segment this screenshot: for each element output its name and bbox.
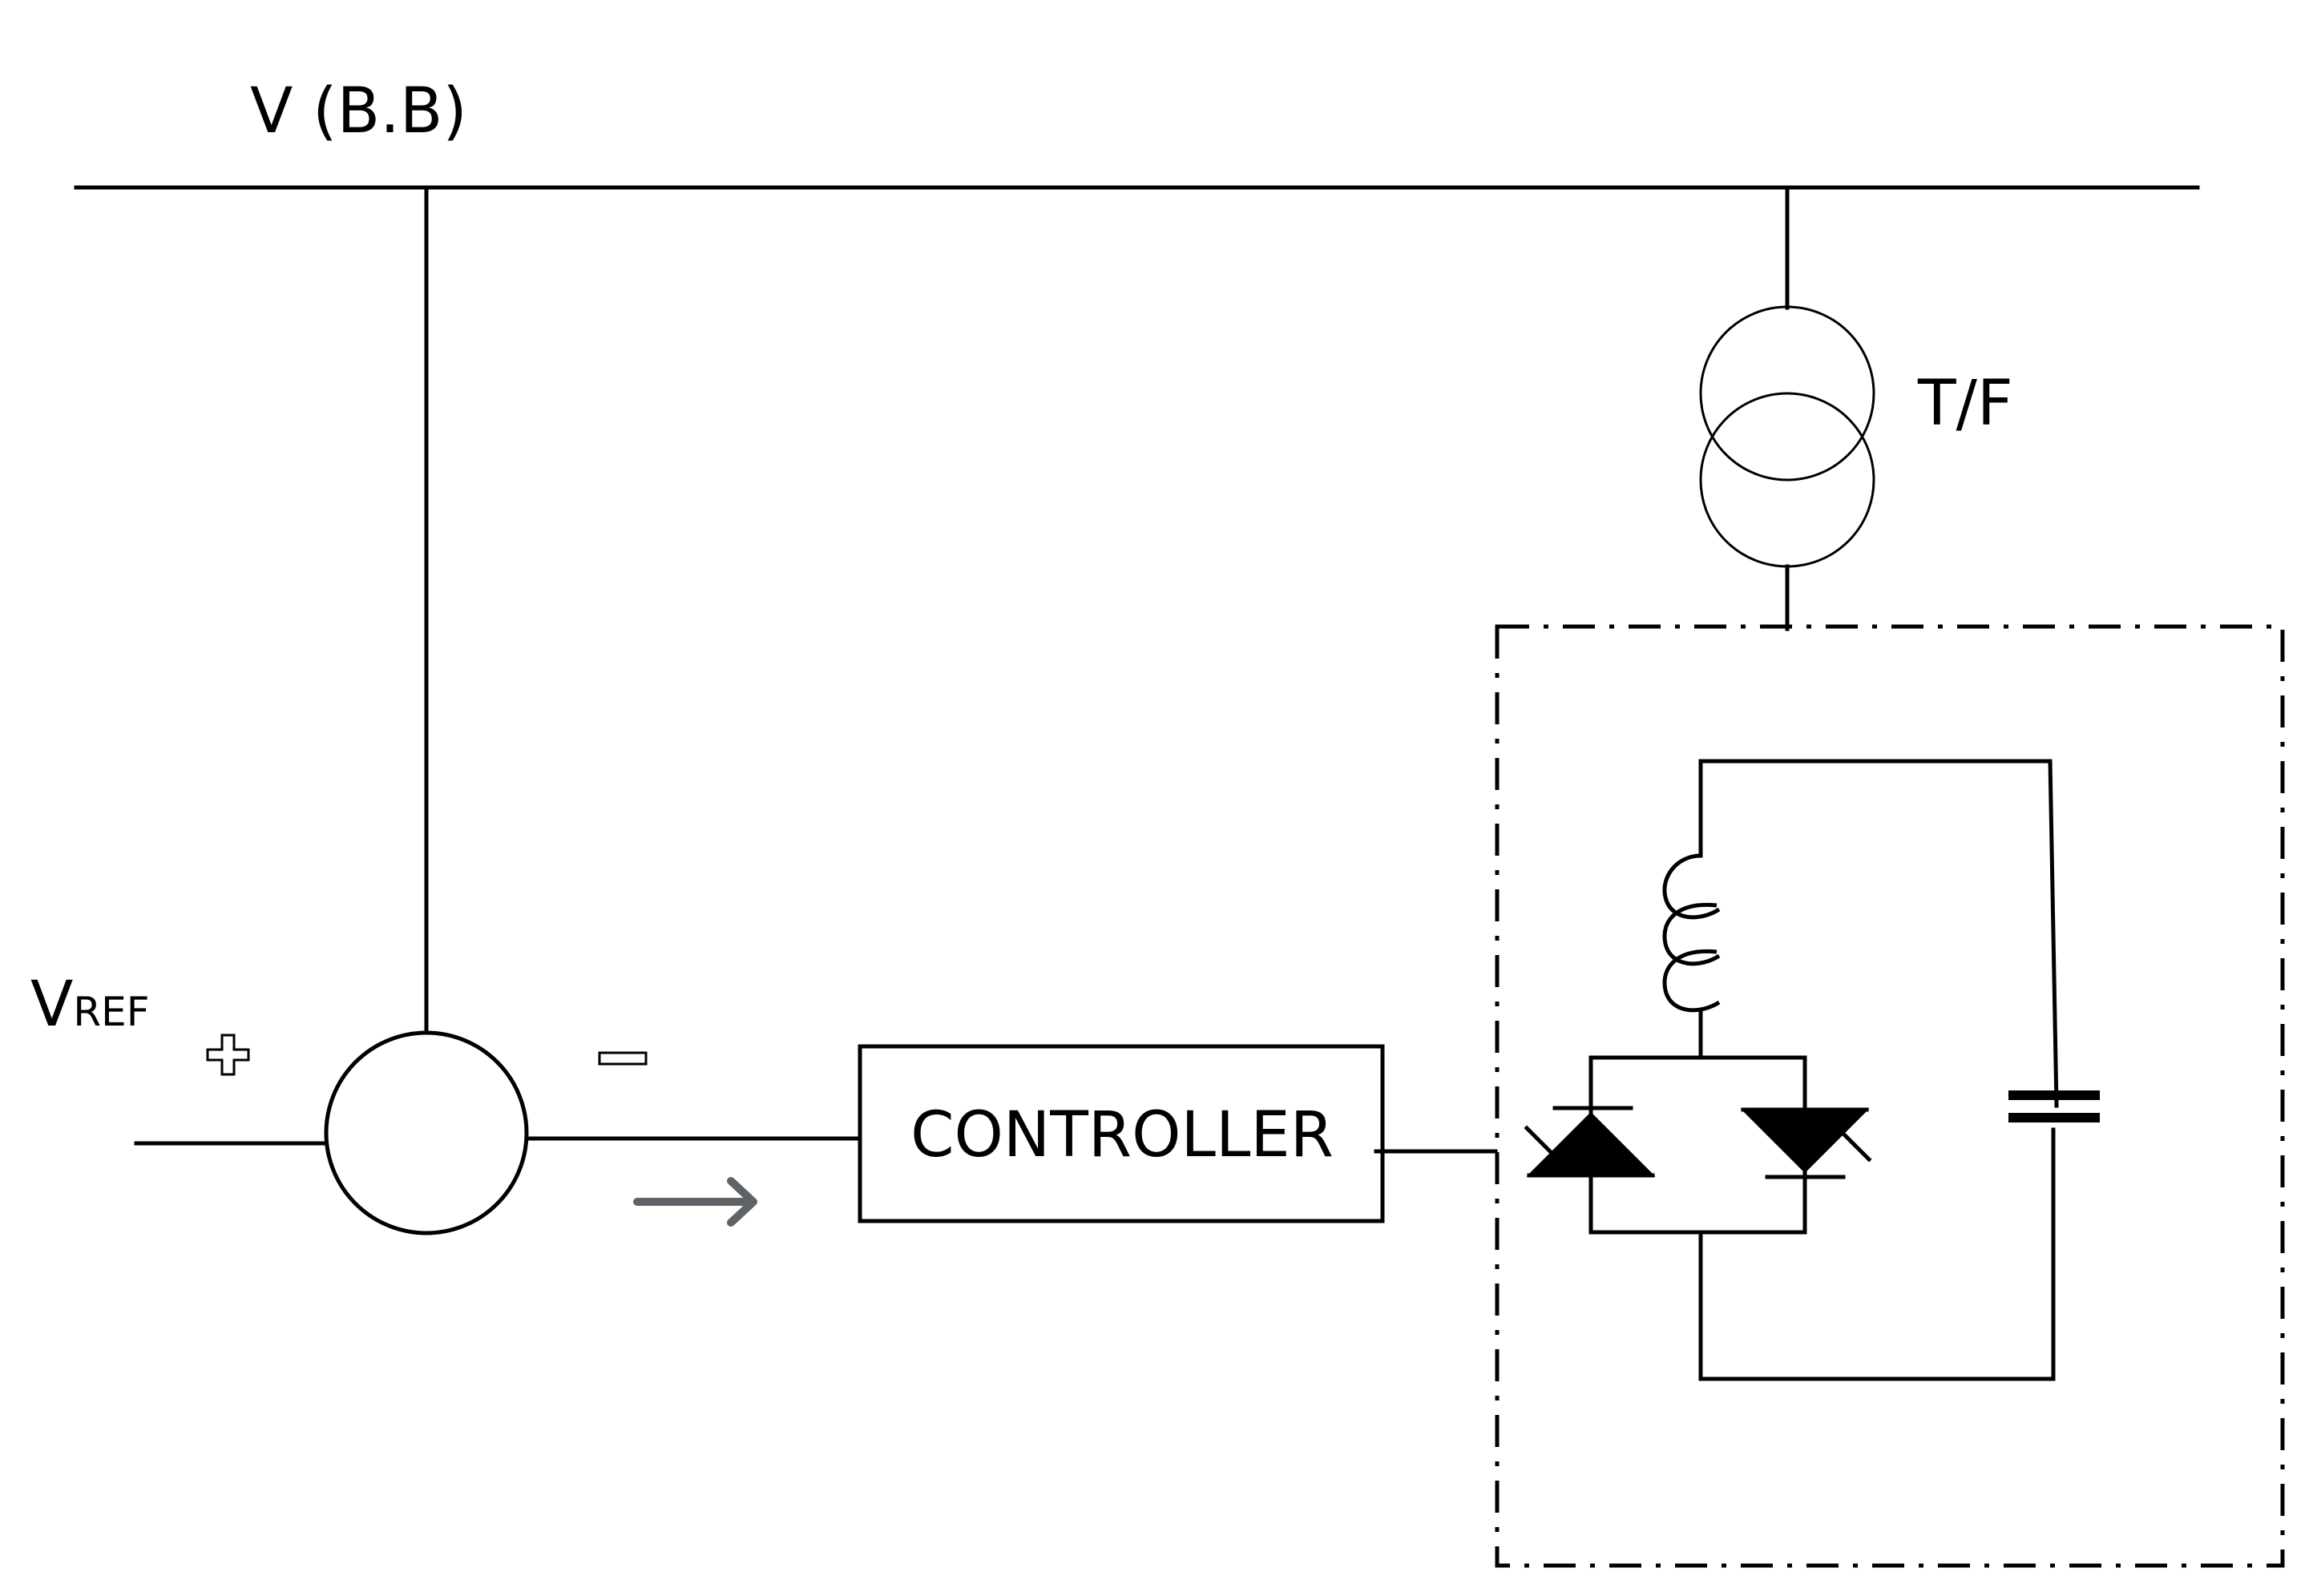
top-branch-wire xyxy=(1698,759,2059,1108)
thyristor-top-wire xyxy=(1588,1055,1807,1112)
flow-arrow-icon xyxy=(633,1177,757,1227)
transformer-icon xyxy=(1699,185,1875,631)
bottom-branch-wire xyxy=(1698,1127,2056,1381)
bus-label: V (B.B) xyxy=(250,75,467,147)
thyristor-bottom-wire xyxy=(1588,1169,1807,1235)
thyristor-icon xyxy=(1740,1107,1872,1179)
vref-label: VREF xyxy=(30,969,149,1041)
svc-enclosure xyxy=(1495,624,2285,1568)
summing-junction xyxy=(324,1030,529,1235)
plus-sign-icon xyxy=(206,1034,250,1076)
controller-label: CONTROLLER xyxy=(910,1099,1334,1171)
transformer-label: T/F xyxy=(1917,368,2013,440)
thyristor-icon xyxy=(1524,1106,1656,1178)
inductor-icon xyxy=(1662,853,1721,1058)
capacitor-icon xyxy=(2008,1090,2100,1122)
minus-sign-icon xyxy=(598,1051,648,1066)
controller-block xyxy=(858,1044,1385,1223)
